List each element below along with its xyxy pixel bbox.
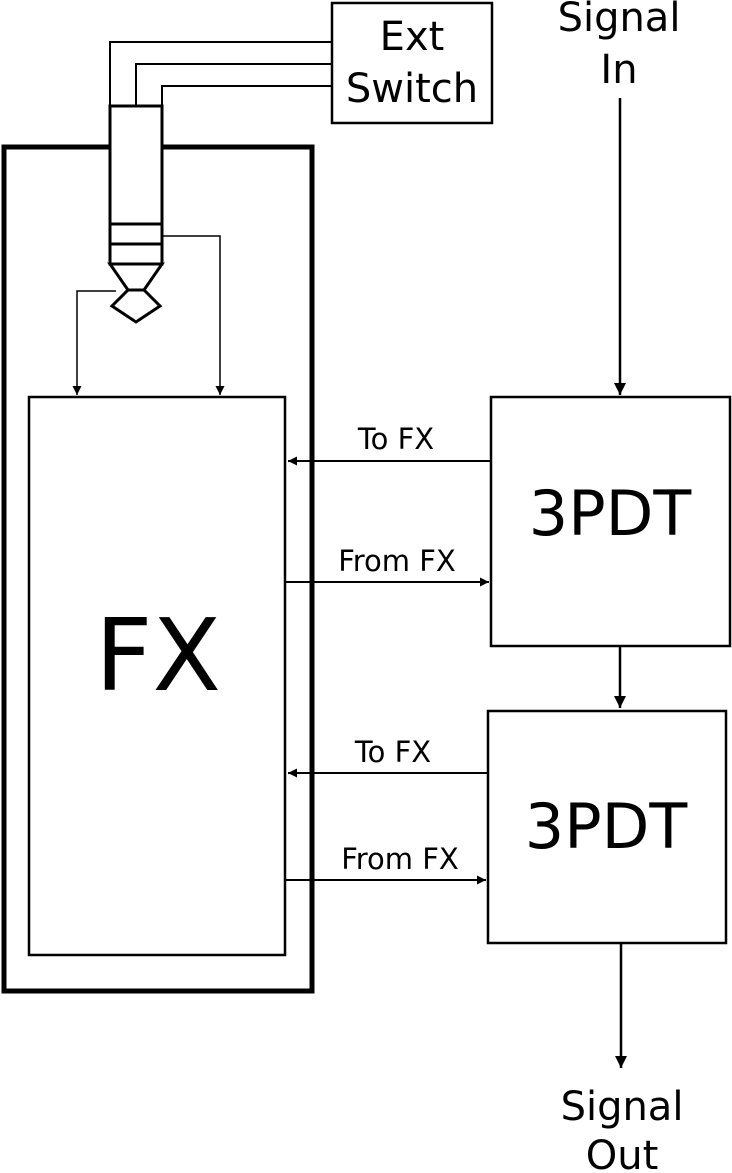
switch-bottom: 3PDT — [486, 709, 728, 945]
signal-out: Signal Out — [561, 944, 684, 1173]
switch-bottom-label: 3PDT — [525, 790, 689, 863]
ext-switch-cable — [109, 41, 332, 106]
switch-top-from-fx-label: From FX — [338, 544, 456, 578]
switch-top: 3PDT — [489, 395, 732, 648]
jack-tip-to-fx-line — [72, 290, 116, 395]
jack-ring-to-fx-line — [162, 235, 225, 395]
switch-bottom-from-fx-label: From FX — [341, 842, 459, 876]
signal-in: Signal In — [558, 0, 681, 395]
signal-in-label-line2: In — [600, 47, 637, 93]
signal-in-label-line1: Signal — [558, 0, 681, 41]
switch-top-label: 3PDT — [529, 477, 693, 550]
signal-out-label-line1: Signal — [561, 1084, 684, 1130]
fx-block-box — [27, 395, 287, 957]
fx-block: FX — [27, 395, 287, 957]
ext-switch: Ext Switch — [330, 1, 494, 125]
ext-switch-box — [330, 1, 494, 125]
fx-block-label: FX — [95, 597, 221, 714]
switch-bottom-to-fx-label: To FX — [354, 735, 431, 769]
signal-out-label-line2: Out — [586, 1133, 659, 1173]
switch-top-to-fx-label: To FX — [357, 422, 434, 456]
trs-jack-icon — [107, 104, 165, 324]
ext-switch-label-line1: Ext — [380, 14, 445, 60]
switch-bottom-box — [486, 709, 728, 945]
ext-switch-label-line2: Switch — [346, 66, 478, 112]
switch-top-box — [489, 395, 732, 648]
